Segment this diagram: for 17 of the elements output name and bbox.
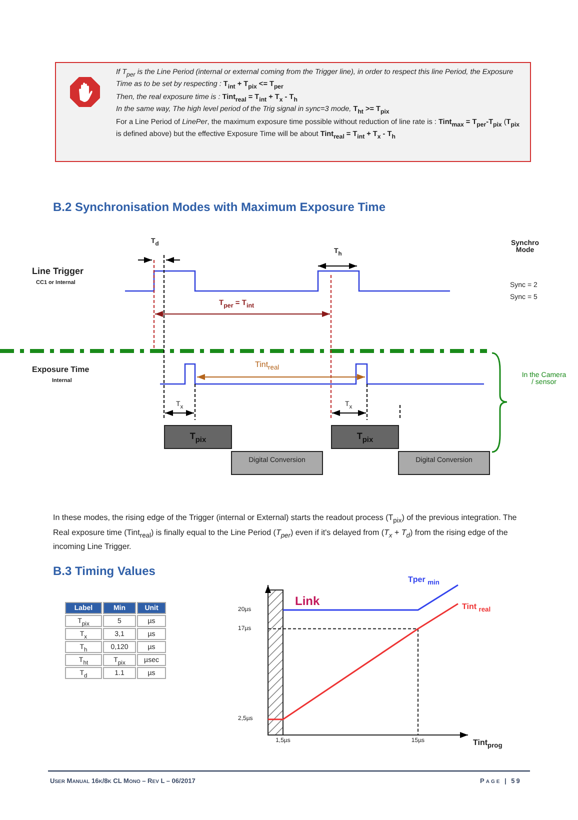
series-label: Tint $_{real}$	[462, 602, 491, 614]
process-box	[164, 425, 232, 449]
body-paragraph: In these modes, the rising edge of the Trigger (internal or External) starts the readout process (T$_{pix}$) of the previous integration. The Real exposure time (Tint$_{real}$) is finally equal to the Line Period (T$_{per}$) even if it's delayed from (T$_{x}$ + T$_{d}$) from the rising edge of the incoming Line Trigger.	[53, 512, 518, 552]
process-box	[231, 451, 323, 475]
box-label: T$_{pix}$	[188, 431, 208, 444]
section-heading: B.2 Synchronisation Modes with Maximum Exposure Time	[53, 200, 386, 214]
section-heading: B.3 Timing Values	[53, 564, 156, 578]
chart-annotation: Link	[295, 594, 320, 608]
warning-box	[55, 62, 531, 162]
timing-label: Tint$_{real}$	[255, 360, 280, 372]
box-label: T$_{pix}$	[356, 431, 374, 444]
axis-title: Tint$_{prog}$	[473, 738, 502, 750]
series-label: Tper $_{min}$	[408, 575, 440, 587]
process-box	[331, 425, 399, 449]
signal-name: Line Trigger	[32, 266, 84, 276]
signal-name: Exposure Time	[32, 365, 90, 374]
process-box	[398, 451, 490, 475]
